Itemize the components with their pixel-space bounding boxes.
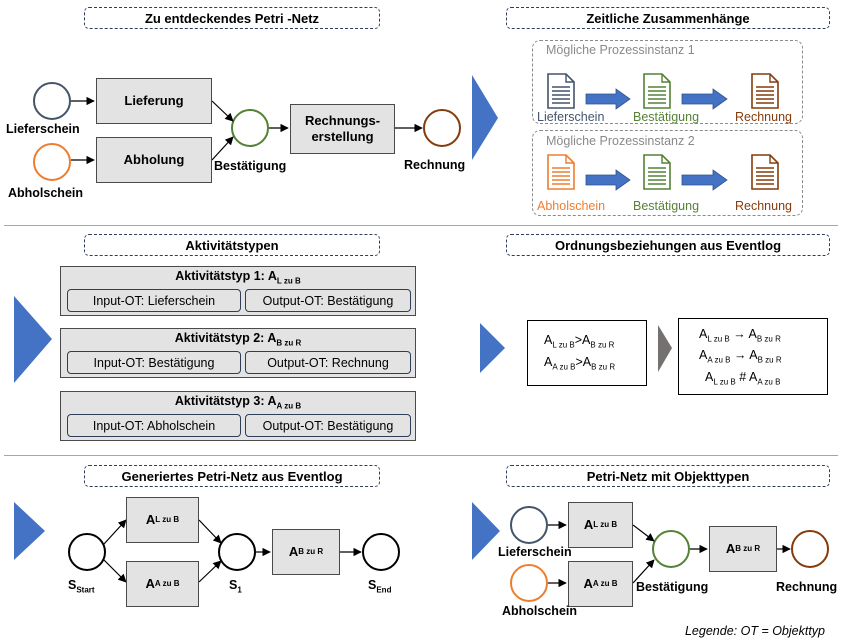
label-bestaetigung-ot: Bestätigung [636, 580, 709, 594]
place-rechnung-top [423, 109, 461, 147]
place-lieferschein-ot [510, 506, 548, 544]
place-s-start [68, 533, 106, 571]
place-bestaetigung-top [231, 109, 269, 147]
header-objtype-net: Petri-Netz mit Objekttypen [506, 465, 830, 487]
label-bestaetigung-top: Bestätigung [214, 159, 287, 173]
label-s-end: SEnd [368, 578, 392, 595]
chevron-bot-right [472, 502, 500, 560]
document-icon-bestaetigung-2 [643, 154, 671, 190]
block-arrow-2b [681, 169, 728, 191]
instance-2-doc-bestaetigung: Bestätigung [633, 199, 700, 213]
activity-type-3-title: Aktivitätstyp 3: AA zu B [174, 394, 302, 411]
process-instance-2-title: Mögliche Prozessinstanz 2 [546, 134, 695, 148]
separator-1 [4, 225, 838, 226]
block-arrow-1a [585, 88, 631, 110]
document-icon-rechnung-2 [751, 154, 779, 190]
rechnungs-line2: erstellung [311, 129, 374, 144]
label-lieferschein-top: Lieferschein [6, 122, 80, 136]
label-rechnung-ot: Rechnung [776, 580, 838, 594]
header-activity-types: Aktivitätstypen [84, 234, 380, 256]
header-ordering: Ordnungsbeziehungen aus Eventlog [506, 234, 830, 256]
activity-type-1-title: Aktivitätstyp 1: AL zu B [175, 269, 301, 286]
place-s1 [218, 533, 256, 571]
chevron-top [472, 75, 498, 160]
transition-rechnungserstellung: Rechnungs- erstellung [290, 104, 395, 154]
instance-1-doc-rechnung: Rechnung [735, 110, 792, 124]
document-icon-abholschein [547, 154, 575, 190]
ordering-box-left: AL zu B>AB zu R AA zu B>AB zu R [527, 320, 647, 386]
label-s1: S1 [229, 578, 242, 595]
header-generated-net: Generiertes Petri-Netz aus Eventlog [84, 465, 380, 487]
header-discover-net: Zu entdeckendes Petri -Netz [84, 7, 380, 29]
process-instance-1-title: Mögliche Prozessinstanz 1 [546, 43, 695, 57]
legend: Legende: OT = Objekttyp [684, 624, 825, 638]
label-abholschein-ot: Abholschein [502, 604, 578, 618]
activity-type-2-output: Output-OT: Rechnung [245, 351, 411, 374]
place-abholschein [33, 143, 71, 181]
rechnungs-line1: Rechnungs- [304, 113, 381, 128]
label-lieferschein-ot: Lieferschein [498, 545, 572, 559]
separator-2 [4, 455, 838, 456]
causal-rel-a-b: AA zu B → AB zu R [699, 348, 782, 365]
instance-1-doc-bestaetigung: Bestätigung [633, 110, 700, 124]
chevron-mid-right [480, 323, 505, 373]
transition-abholung: Abholung [96, 137, 212, 183]
activity-type-1: Aktivitätstyp 1: AL zu B Input-OT: Liefe… [60, 266, 416, 316]
block-arrow-2a [585, 169, 631, 191]
place-s-end [362, 533, 400, 571]
document-icon-bestaetigung-1 [643, 73, 671, 109]
order-rel-a-gt-b: AA zu B>AB zu R [544, 355, 616, 372]
place-abholschein-ot [510, 564, 548, 602]
activity-type-2-title: Aktivitätstyp 2: AB zu R [174, 331, 302, 348]
chevron-small-mid [658, 325, 672, 372]
document-icon-lieferschein [547, 73, 575, 109]
transition-lieferung: Lieferung [96, 78, 212, 124]
header-time-relations: Zeitliche Zusammenhänge [506, 7, 830, 29]
causal-rel-l-b: AL zu B → AB zu R [699, 327, 781, 344]
instance-2-doc-abholschein: Abholschein [537, 199, 606, 213]
instance-2-doc-rechnung: Rechnung [735, 199, 792, 213]
place-rechnung-ot [791, 530, 829, 568]
process-instance-1 [532, 40, 803, 124]
place-bestaetigung-ot [652, 530, 690, 568]
activity-type-3: Aktivitätstyp 3: AA zu B Input-OT: Abhol… [60, 391, 416, 441]
label-s-start: SStart [68, 578, 95, 595]
choice-rel-l-a: AL zu B # AA zu B [705, 370, 781, 387]
label-rechnung-top: Rechnung [404, 158, 466, 172]
activity-type-1-input: Input-OT: Lieferschein [67, 289, 241, 312]
chevron-mid-left [14, 296, 52, 383]
place-lieferschein [33, 82, 71, 120]
order-rel-l-gt-b: AL zu B>AB zu R [544, 333, 615, 350]
instance-1-doc-lieferschein: Lieferschein [537, 110, 605, 124]
activity-type-2-input: Input-OT: Bestätigung [67, 351, 241, 374]
activity-type-1-output: Output-OT: Bestätigung [245, 289, 411, 312]
document-icon-rechnung-1 [751, 73, 779, 109]
process-instance-2 [532, 130, 803, 216]
activity-type-3-output: Output-OT: Bestätigung [245, 414, 411, 437]
label-abholschein-top: Abholschein [8, 186, 84, 200]
chevron-bot-left [14, 502, 45, 560]
block-arrow-1b [681, 88, 728, 110]
activity-type-2: Aktivitätstyp 2: AB zu R Input-OT: Bestä… [60, 328, 416, 378]
activity-type-3-input: Input-OT: Abholschein [67, 414, 241, 437]
ordering-box-right: AL zu B → AB zu R AA zu B → AB zu R AL z… [678, 318, 828, 395]
